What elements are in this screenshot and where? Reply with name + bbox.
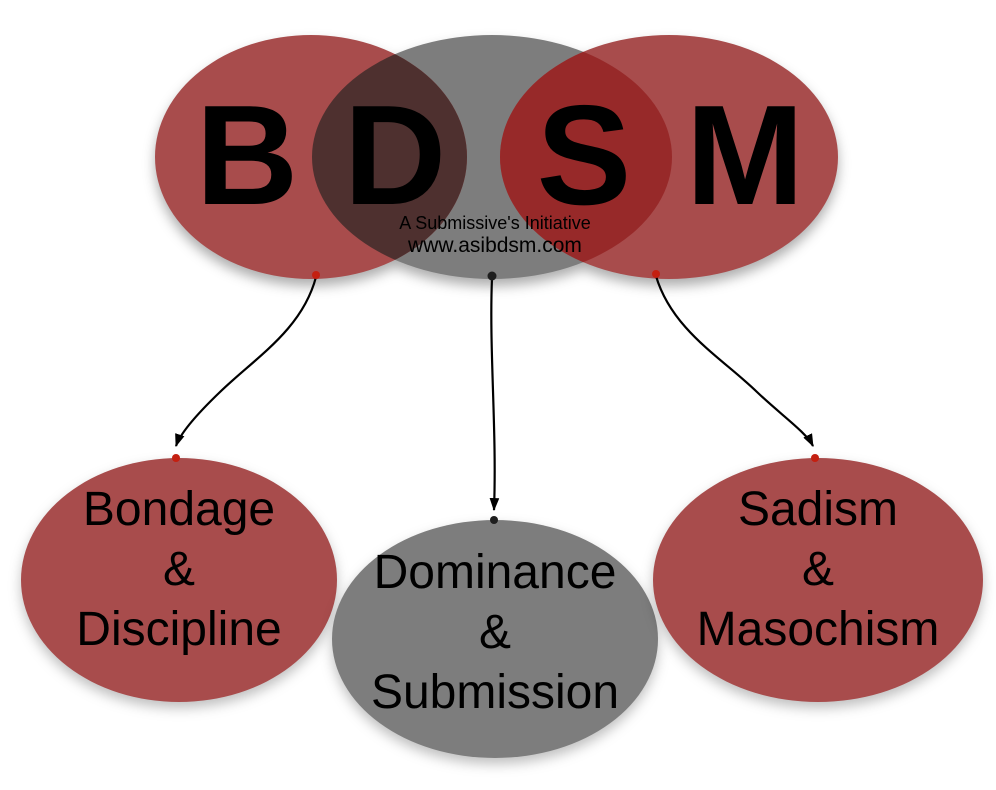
letter-b: B xyxy=(196,76,299,235)
glue-points xyxy=(172,270,819,524)
sadism-label-line1: Sadism xyxy=(738,483,898,536)
glue-dot-bondage xyxy=(172,454,180,462)
sadism-label-line2: & xyxy=(802,543,834,596)
glue-dot-right-start xyxy=(652,270,660,278)
node-dominance-shape xyxy=(332,520,658,758)
connector-right xyxy=(654,275,814,447)
subtitle-text: A Submissive's Initiative xyxy=(399,213,591,233)
glue-dot-left-start xyxy=(312,271,320,279)
connector-middle xyxy=(489,277,500,512)
letter-m: M xyxy=(686,76,804,235)
node-sadism-shape xyxy=(653,458,983,702)
bondage-label-line1: Bondage xyxy=(83,483,275,536)
venn-overlaps xyxy=(312,35,672,279)
dominance-ellipse xyxy=(332,520,658,758)
connectors xyxy=(174,275,814,512)
dominance-label-line3: Submission xyxy=(371,666,619,719)
sadism-ellipse xyxy=(653,458,983,702)
glue-dot-sadism xyxy=(811,454,819,462)
bondage-label-line2: & xyxy=(163,543,195,596)
glue-dot-middle-start xyxy=(487,271,497,281)
dominance-label-line2: & xyxy=(479,606,511,659)
sadism-label-line3: Masochism xyxy=(697,603,940,656)
connector-left xyxy=(174,276,318,448)
letter-d: D xyxy=(344,76,447,235)
glue-dot-dominance xyxy=(490,516,498,524)
website-text: www.asibdsm.com xyxy=(407,234,582,257)
dominance-label-line1: Dominance xyxy=(374,546,617,599)
node-bondage-shape xyxy=(21,458,337,702)
letter-s: S xyxy=(537,76,632,235)
venn-overlap-right xyxy=(500,35,672,279)
venn-overlap-left xyxy=(312,35,467,279)
bondage-ellipse xyxy=(21,458,337,702)
bondage-label-line3: Discipline xyxy=(76,603,281,656)
diagram-text: B D S M A Submissive's Initiative www.as… xyxy=(76,76,939,719)
